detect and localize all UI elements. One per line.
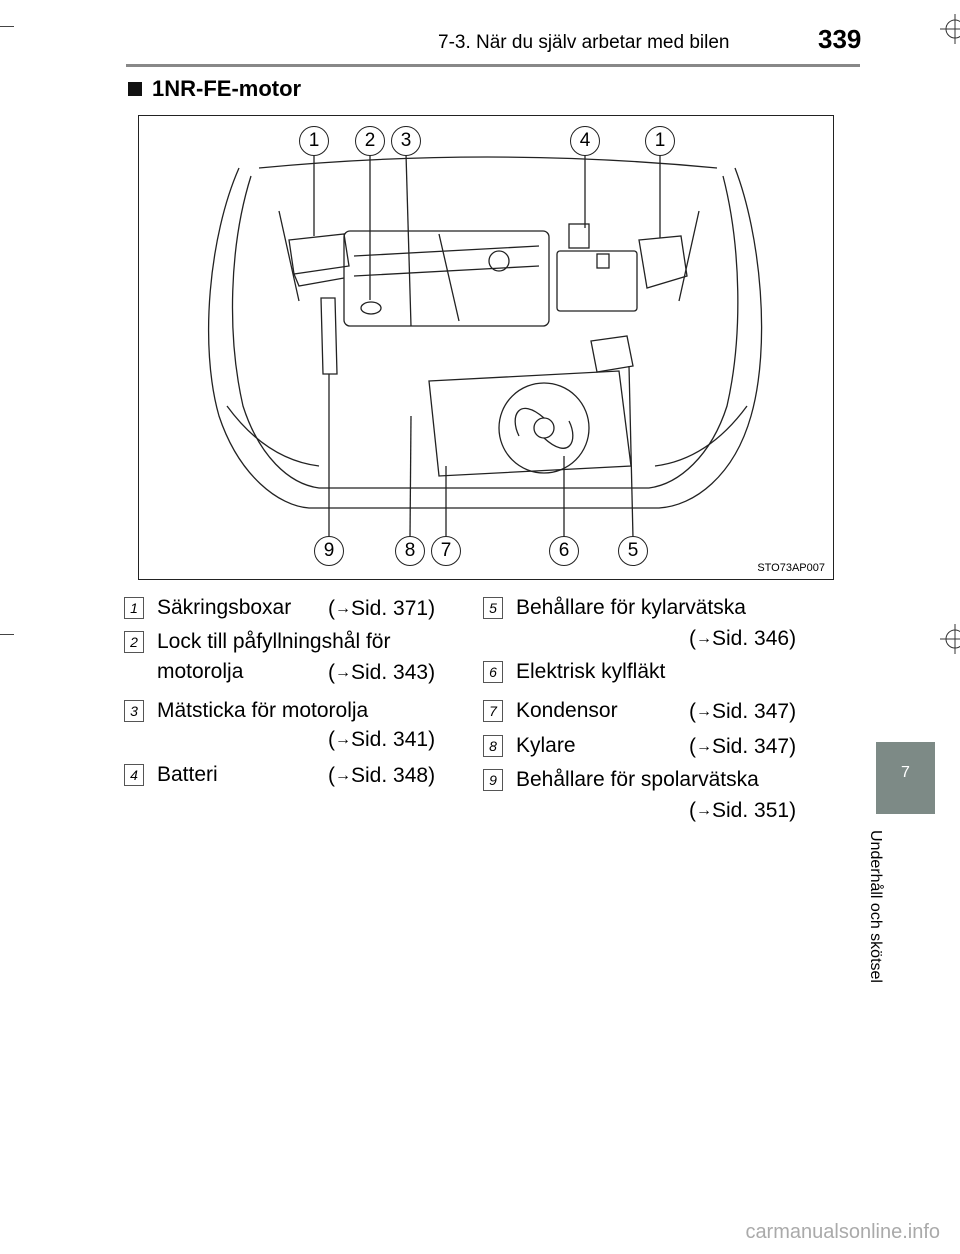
bullet-square-icon [128, 82, 142, 96]
item-label-7: Kondensor [516, 699, 618, 722]
callout-bottom-8: 8 [395, 536, 425, 566]
figure-code: STO73AP007 [757, 562, 825, 574]
item-ref-5: (→Sid. 346) [689, 627, 797, 650]
callout-top-3: 3 [391, 126, 421, 156]
item-label-1: Säkringsboxar [157, 596, 292, 619]
item-number-5: 5 [483, 597, 503, 619]
callout-bottom-6: 6 [549, 536, 579, 566]
arrow-right-icon: → [696, 802, 712, 819]
item-number-3: 3 [124, 700, 144, 722]
trim-mark-mid-left [0, 634, 14, 635]
header-rule [126, 64, 860, 67]
callout-top-4: 4 [570, 126, 600, 156]
trim-mark-top-left [0, 26, 14, 27]
item-ref-3: (→Sid. 341) [328, 728, 436, 751]
item-number-8: 8 [483, 735, 503, 757]
item-label-8: Kylare [516, 734, 576, 757]
item-number-6: 6 [483, 661, 503, 683]
item-number-2: 2 [124, 631, 144, 653]
item-number-9: 9 [483, 769, 503, 791]
heading-text: 1NR-FE-motor [152, 76, 302, 101]
engine-bay-illustration: 1 2 3 4 1 9 8 7 6 5 STO73AP007 [138, 115, 834, 580]
chapter-number: 7 [901, 764, 910, 781]
section-title: 7-3. När du själv arbetar med bilen [438, 32, 730, 53]
item-ref-4: (→Sid. 348) [328, 764, 436, 787]
item-label-3: Mätsticka för motorolja [157, 699, 369, 722]
registration-mark-mid-right [940, 624, 960, 654]
item-ref-2: (→Sid. 343) [328, 661, 436, 684]
arrow-right-icon: → [696, 630, 712, 647]
callout-bottom-7: 7 [431, 536, 461, 566]
item-label-5: Behållare för kylarvätska [516, 596, 746, 619]
registration-mark-top-right [940, 14, 960, 44]
item-ref-7: (→Sid. 347) [689, 700, 797, 723]
item-label-2a: Lock till påfyllningshål för [157, 630, 391, 653]
arrow-right-icon: → [335, 767, 351, 784]
section-heading: 1NR-FE-motor [128, 76, 301, 102]
item-label-2b: motorolja [157, 660, 244, 683]
arrow-right-icon: → [696, 703, 712, 720]
item-ref-9: (→Sid. 351) [689, 799, 797, 822]
item-label-9: Behållare för spolarvätska [516, 768, 759, 791]
watermark: carmanualsonline.info [745, 1221, 940, 1243]
engine-bay-drawing [207, 153, 763, 539]
page-number: 339 [818, 24, 862, 54]
arrow-right-icon: → [696, 738, 712, 755]
chapter-tab: 7 [876, 742, 935, 814]
item-ref-8: (→Sid. 347) [689, 735, 797, 758]
chapter-label: Underhåll och skötsel [867, 830, 912, 1020]
item-number-7: 7 [483, 700, 503, 722]
callout-top-1: 1 [299, 126, 329, 156]
item-label-6: Elektrisk kylfläkt [516, 660, 666, 683]
item-label-4: Batteri [157, 763, 218, 786]
item-number-1: 1 [124, 597, 144, 619]
arrow-right-icon: → [335, 664, 351, 681]
callout-bottom-5: 5 [618, 536, 648, 566]
arrow-right-icon: → [335, 731, 351, 748]
callout-bottom-9: 9 [314, 536, 344, 566]
item-ref-1: (→Sid. 371) [328, 597, 436, 620]
callout-top-2: 2 [355, 126, 385, 156]
chapter-label-text: Underhåll och skötsel [867, 830, 884, 983]
item-number-4: 4 [124, 764, 144, 786]
callout-top-5: 1 [645, 126, 675, 156]
arrow-right-icon: → [335, 600, 351, 617]
